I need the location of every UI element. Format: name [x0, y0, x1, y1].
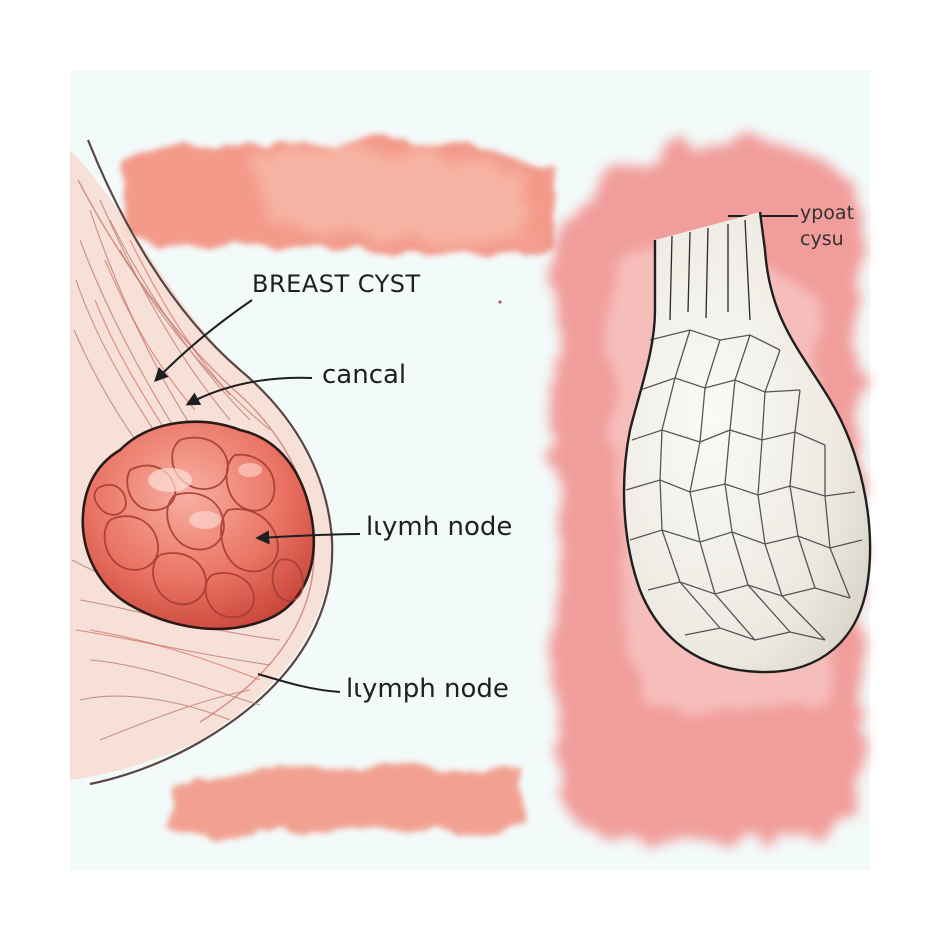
leader-lines: [154, 215, 798, 693]
fibrous-strands: [71, 199, 281, 741]
arrow-breast-cyst: [154, 299, 253, 383]
label-cancal: cancal: [322, 360, 407, 390]
bottom-wash: [165, 767, 530, 835]
breast-outline: [86, 139, 334, 786]
top-wash-glaze: [250, 146, 530, 244]
label-cysu: cysu: [800, 228, 844, 250]
line-lymph-node: [257, 673, 341, 693]
tumor-lump: [81, 420, 316, 631]
arrow-cancal: [185, 376, 313, 406]
red-strands: [89, 239, 261, 681]
label-ypoat: ypoat: [800, 202, 855, 224]
breast-inner-outline: [77, 179, 315, 723]
label-lymph-node: lιymph node: [346, 674, 509, 704]
paint-speck: [498, 300, 502, 304]
label-lymh-node: lιymh node: [366, 512, 513, 542]
label-breast-cyst: BREAST CYST: [252, 270, 421, 298]
arrow-lymh-node: [255, 530, 361, 545]
cyst-drawing: [622, 211, 872, 674]
